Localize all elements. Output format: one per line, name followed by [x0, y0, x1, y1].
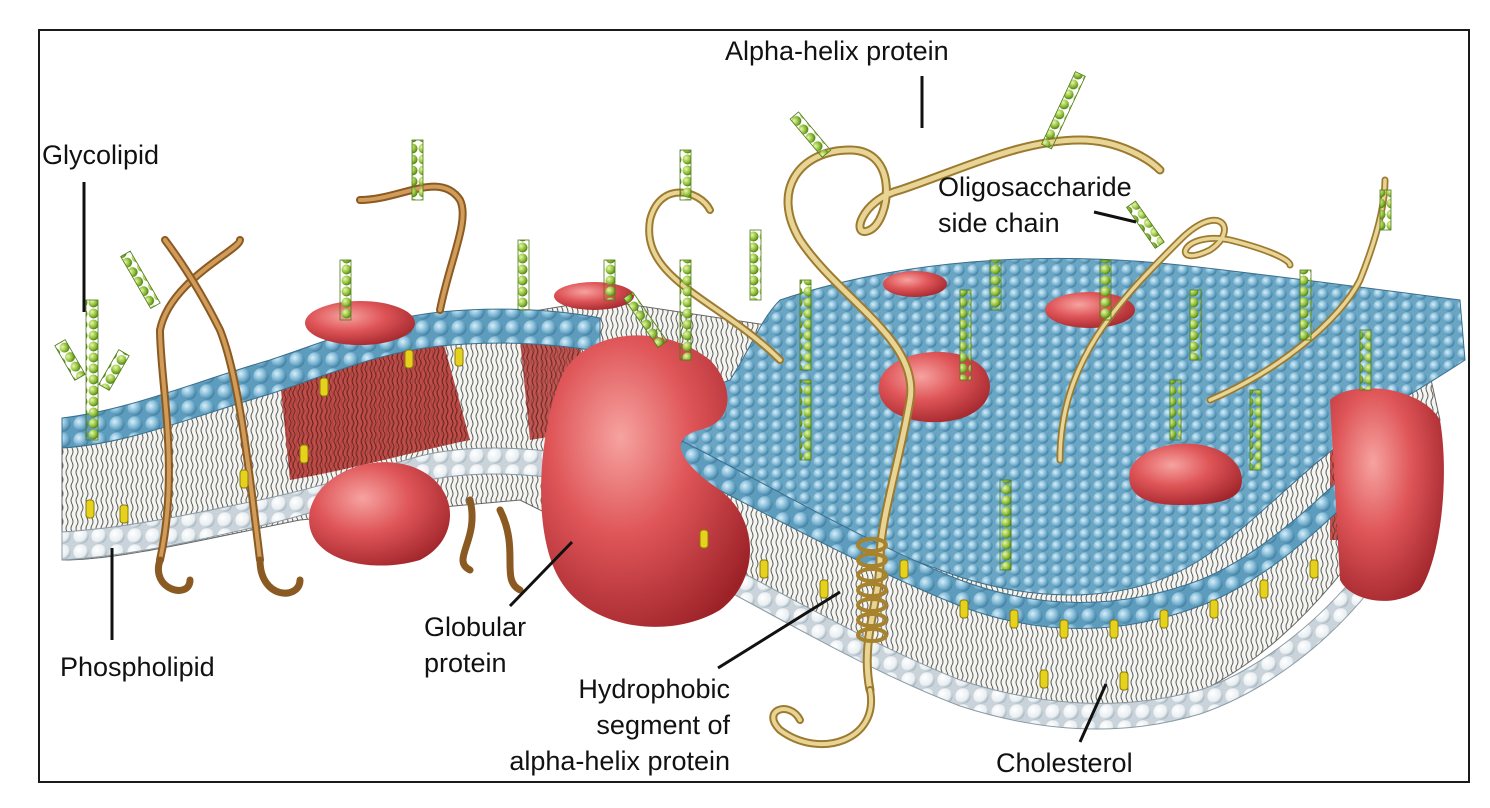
label-oligosaccharide-line1: Oligosaccharide: [938, 172, 1132, 202]
leader-lines: [82, 76, 1137, 743]
label-phospholipid: Phospholipid: [60, 652, 215, 682]
label-globular-line2: protein: [424, 648, 507, 678]
helix-coil: [856, 537, 888, 643]
label-globular-line1: Globular: [424, 612, 527, 642]
label-oligosaccharide-line2: side chain: [938, 208, 1060, 238]
label-hydrophobic-line2: segment of: [596, 710, 730, 740]
label-alpha-helix-protein: Alpha-helix protein: [725, 36, 949, 66]
globular-protein: [541, 335, 750, 627]
label-hydrophobic-line3: alpha-helix protein: [509, 746, 730, 776]
oligosaccharide-chains: [54, 71, 1392, 571]
label-hydrophobic-line1: Hydrophobic: [578, 674, 730, 704]
label-cholesterol: Cholesterol: [996, 748, 1133, 778]
label-glycolipid: Glycolipid: [42, 140, 160, 170]
cholesterol-molecules: [85, 347, 1319, 691]
outer-leaflet: [61, 257, 1466, 629]
